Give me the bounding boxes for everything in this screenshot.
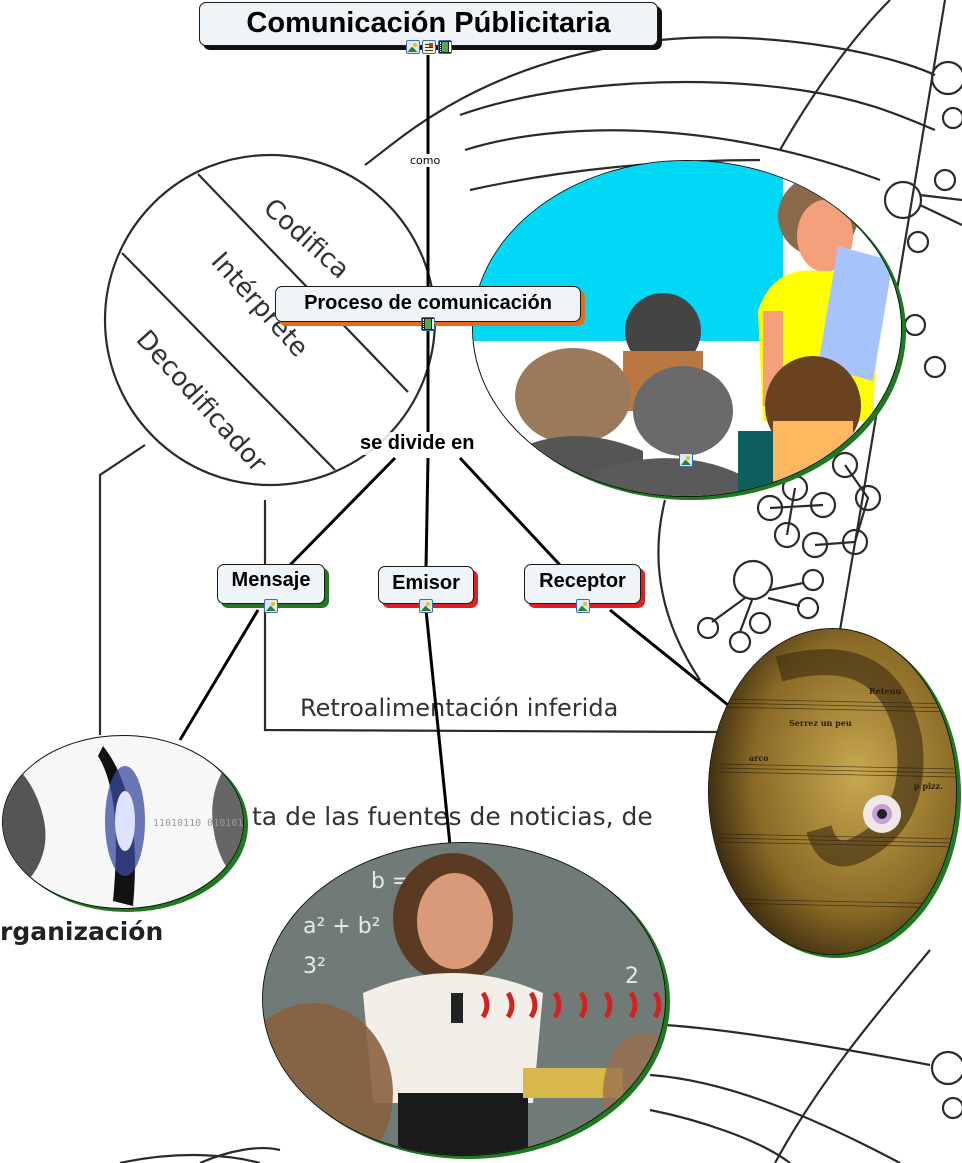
concept-label-mensaje: Mensaje (231, 569, 311, 591)
image-icon[interactable] (419, 599, 433, 613)
svg-text:2: 2 (625, 964, 639, 989)
concept-node-mensaje[interactable]: Mensaje (217, 564, 325, 613)
classroom-illustration (473, 161, 901, 496)
link-emisor-image (424, 609, 452, 846)
process-concept-label: Proceso de comunicación (304, 292, 552, 314)
receptor-attachments (575, 599, 590, 613)
root-concept-label: Comunicación Públicitaria (246, 7, 611, 39)
sound-waves (480, 991, 662, 1019)
image-icon[interactable] (264, 599, 278, 613)
receiver-illustration: Serrez un peu arco Retenu p pizz. (709, 629, 956, 954)
process-attachments (421, 317, 435, 331)
document-icon[interactable] (421, 40, 436, 54)
film-icon[interactable] (421, 317, 435, 331)
organization-text: rganización (0, 917, 163, 946)
svg-text:arco: arco (749, 753, 769, 763)
concept-node-emisor[interactable]: Emisor (378, 566, 474, 613)
sender-image[interactable]: b = a² + b² 3² 2 (262, 842, 666, 1156)
image-attachment-icon[interactable] (679, 453, 693, 467)
svg-text:p pizz.: p pizz. (914, 781, 943, 791)
link-label-se-divide-en: se divide en (358, 432, 477, 455)
concept-label-emisor: Emisor (392, 572, 460, 594)
root-attachments (405, 40, 452, 54)
link-label-como: como (409, 154, 442, 167)
svg-text:Serrez un peu: Serrez un peu (789, 718, 852, 728)
root-concept-node[interactable]: Comunicación Públicitaria (199, 2, 658, 54)
link-to-emisor (424, 457, 430, 569)
classroom-clipart-image[interactable] (472, 160, 902, 497)
link-mensaje-image (178, 609, 260, 741)
film-icon[interactable] (437, 40, 452, 54)
link-receptor-image (609, 608, 729, 707)
fragment-text: ta de las fuentes de noticias, de (252, 802, 653, 831)
receiver-image[interactable]: Serrez un peu arco Retenu p pizz. (708, 628, 957, 955)
link-to-receptor (458, 456, 562, 567)
svg-text:a² + b²: a² + b² (303, 914, 381, 939)
mensaje-attachments (264, 599, 278, 613)
svg-text:3²: 3² (303, 954, 326, 979)
link-to-mensaje (288, 456, 397, 567)
emisor-attachments (419, 599, 433, 613)
concept-label-receptor: Receptor (539, 570, 626, 592)
sender-illustration: b = a² + b² 3² 2 (263, 843, 665, 1155)
image-icon[interactable] (575, 599, 590, 613)
svg-text:Retenu: Retenu (869, 686, 901, 696)
concept-node-receptor[interactable]: Receptor (524, 564, 641, 613)
image-icon[interactable] (405, 40, 420, 54)
process-concept-node[interactable]: Proceso de comunicación (275, 286, 581, 331)
feedback-label: Retroalimentación inferida (300, 694, 618, 722)
